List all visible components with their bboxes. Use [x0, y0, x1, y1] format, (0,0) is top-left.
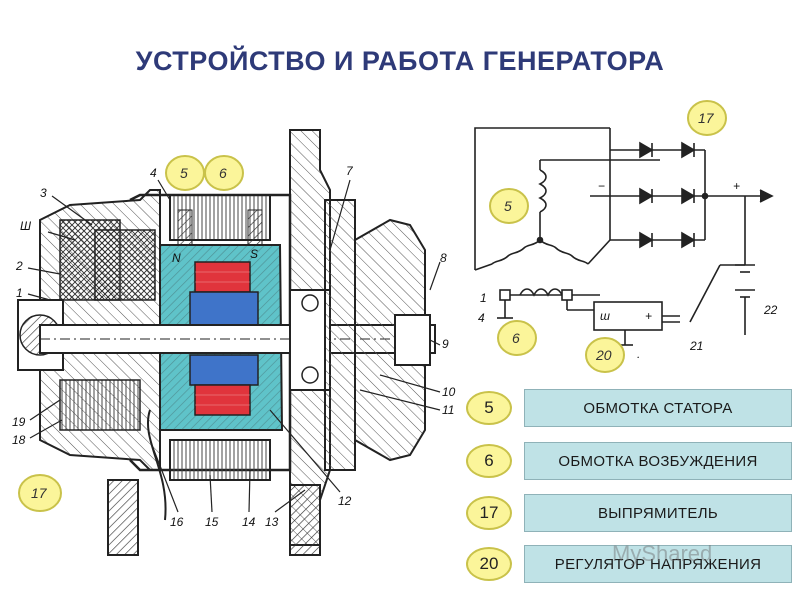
label-4: 4	[150, 166, 157, 180]
legend-label: ВЫПРЯМИТЕЛЬ	[524, 494, 792, 532]
svg-text:6: 6	[512, 330, 520, 346]
mounting-lug-right	[289, 484, 321, 556]
svg-text:20: 20	[595, 347, 612, 363]
circuit-callout-17: 17	[687, 100, 727, 136]
field-winding-top-red	[194, 261, 251, 293]
circuit-label-21: 21	[689, 339, 703, 353]
label-13: 13	[265, 515, 279, 529]
label-sh: Ш	[20, 219, 32, 233]
label-10: 10	[442, 385, 456, 399]
circuit-label-4: 4	[478, 311, 485, 325]
callout-6: 6	[204, 155, 244, 191]
svg-text:17: 17	[698, 110, 715, 126]
callout-17: 17	[18, 474, 62, 512]
legend-number: 5	[466, 391, 512, 425]
page-title: УСТРОЙСТВО И РАБОТА ГЕНЕРАТОРА	[135, 46, 665, 76]
pole-s-label: S	[250, 247, 258, 261]
legend-number: 17	[466, 496, 512, 530]
svg-text:17: 17	[31, 485, 48, 501]
slip-ring-assembly	[94, 229, 156, 301]
svg-text:5: 5	[504, 198, 512, 214]
label-1: 1	[16, 286, 23, 300]
svg-text:6: 6	[219, 165, 227, 181]
label-7: 7	[346, 164, 354, 178]
label-15: 15	[205, 515, 219, 529]
svg-text:5: 5	[180, 165, 188, 181]
label-19: 19	[12, 415, 26, 429]
label-9: 9	[442, 337, 449, 351]
label-14: 14	[242, 515, 256, 529]
label-18: 18	[12, 433, 26, 447]
rectifier-block	[59, 379, 141, 431]
callout-5: 5	[165, 155, 205, 191]
circuit-schematic	[474, 127, 774, 346]
field-winding-blue-lower	[189, 354, 259, 386]
regulator-sh-label: ш	[600, 309, 610, 323]
legend-number: 20	[466, 547, 512, 581]
regulator-plus-label: +	[645, 309, 652, 323]
label-2: 2	[15, 259, 23, 273]
circuit-label-22: 22	[763, 303, 778, 317]
circuit-plus: +	[733, 179, 740, 193]
circuit-callout-6: 6	[497, 320, 537, 356]
circuit-labels: − + 1 4 21 22 ш + .	[478, 179, 778, 361]
label-3: 3	[40, 186, 47, 200]
circuit-minus: −	[598, 179, 605, 193]
legend-label: РЕГУЛЯТОР НАПРЯЖЕНИЯ	[524, 545, 792, 583]
label-11: 11	[442, 403, 454, 417]
circuit-callout-20: 20	[585, 337, 625, 373]
pulley-nut	[394, 314, 431, 366]
lead-wire	[146, 409, 167, 521]
label-8: 8	[440, 251, 447, 265]
circuit-callout-5: 5	[489, 188, 529, 224]
circuit-dot: .	[637, 347, 640, 361]
pulley	[354, 218, 426, 462]
legend-label: ОБМОТКА ВОЗБУЖДЕНИЯ	[524, 442, 792, 480]
watermark: MyShared	[612, 541, 713, 566]
legend-label: ОБМОТКА СТАТОРА	[524, 389, 792, 427]
field-winding-bottom-red	[194, 384, 251, 416]
fan	[324, 199, 356, 471]
circuit-label-1: 1	[480, 291, 487, 305]
mounting-lug-left	[107, 479, 139, 556]
label-12: 12	[338, 494, 352, 508]
stator-core-bottom	[169, 439, 271, 481]
label-16: 16	[170, 515, 184, 529]
pole-n-label: N	[172, 251, 181, 265]
legend-number: 6	[466, 444, 512, 478]
